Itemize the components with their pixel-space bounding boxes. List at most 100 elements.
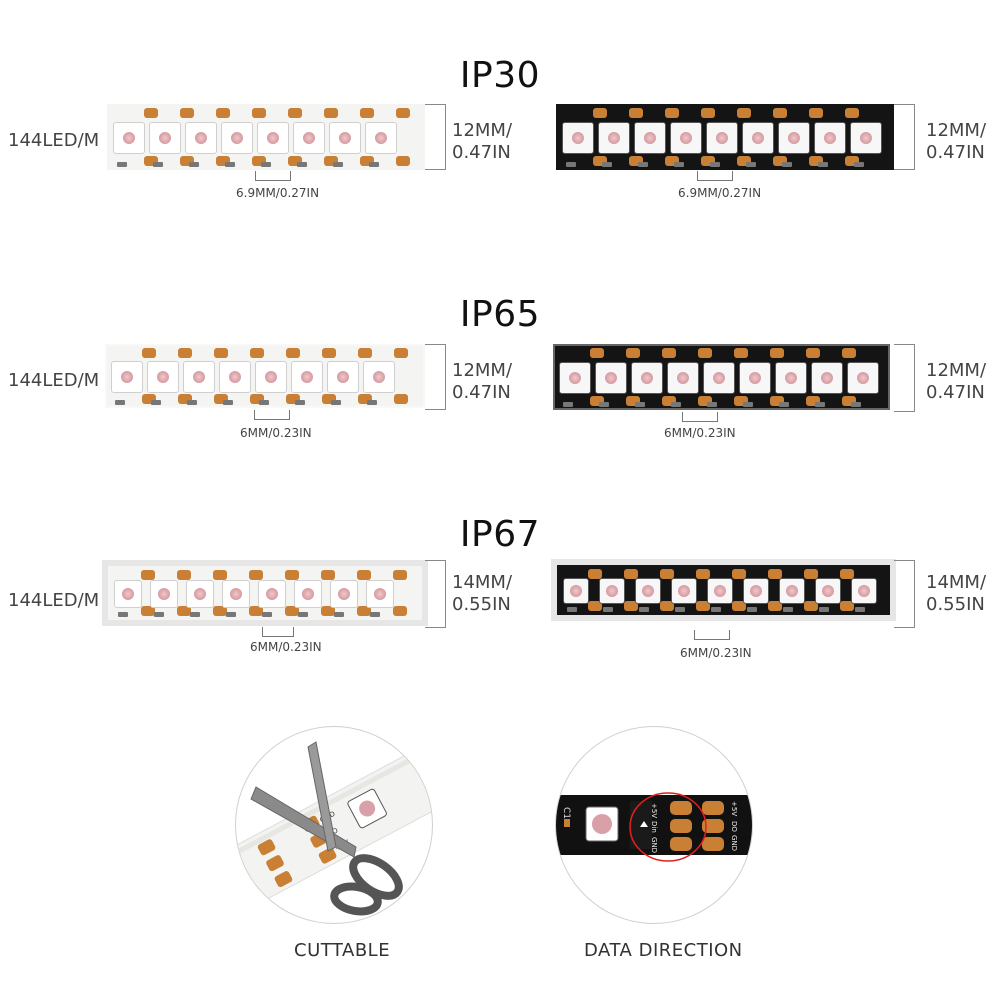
solder-pad — [593, 156, 607, 166]
led-chip — [111, 361, 143, 393]
solder-pad — [624, 601, 638, 611]
capacitor — [602, 162, 612, 167]
led-chip — [258, 580, 286, 608]
solder-pad — [629, 156, 643, 166]
solder-pad — [629, 108, 643, 118]
led-chip — [149, 122, 181, 154]
pitch-bracket — [694, 630, 730, 640]
solder-pad — [324, 156, 338, 166]
led-chip — [595, 362, 627, 394]
solder-pad — [588, 601, 602, 611]
width-mm: 12MM/ — [452, 120, 513, 141]
solder-pad — [696, 569, 710, 579]
data-direction-photo: C1 +5V Din GND +5V DO GND — [555, 726, 753, 924]
pad-label: GND — [650, 837, 658, 853]
width-bracket — [425, 344, 446, 410]
solder-pad — [770, 348, 784, 358]
led-chip — [706, 122, 738, 154]
solder-pad — [250, 394, 264, 404]
led-chip — [329, 122, 361, 154]
solder-pad — [322, 394, 336, 404]
solder-pad — [176, 570, 191, 580]
led-chip — [703, 362, 735, 394]
led-chip — [365, 122, 397, 154]
capacitor — [815, 402, 825, 407]
solder-pad — [252, 108, 266, 118]
solder-pad — [214, 348, 228, 358]
solder-pad — [806, 348, 820, 358]
led-chip — [562, 122, 594, 154]
capacitor — [603, 607, 613, 612]
capacitor — [675, 607, 685, 612]
solder-pad — [734, 348, 748, 358]
led-strip-ip67-black — [551, 559, 896, 621]
solder-pad — [356, 606, 371, 616]
solder-pad — [660, 601, 674, 611]
led-chip — [742, 122, 774, 154]
capacitor — [819, 607, 829, 612]
capacitor — [851, 402, 861, 407]
led-strip-ip30-black — [556, 104, 894, 170]
capacitor — [779, 402, 789, 407]
cuttable-illustration: GND DO +5V — [236, 737, 432, 916]
width-label-ip67-white: 14MM/ 0.55IN — [452, 572, 512, 616]
led-chip — [294, 580, 322, 608]
led-chip — [293, 122, 325, 154]
solder-pad — [665, 156, 679, 166]
solder-pad — [840, 601, 854, 611]
led-chip — [257, 122, 289, 154]
led-chip — [847, 362, 879, 394]
led-chip — [814, 122, 846, 154]
solder-pad — [360, 108, 374, 118]
capacitor — [333, 162, 343, 167]
solder-pad — [180, 108, 194, 118]
solder-pad — [250, 348, 264, 358]
solder-pad — [144, 108, 158, 118]
pitch-label-ip65-black: 6MM/0.23IN — [664, 426, 736, 440]
pitch-label-ip30-white: 6.9MM/0.27IN — [236, 186, 320, 200]
solder-pad — [178, 394, 192, 404]
pad-label: DO — [730, 821, 738, 832]
solder-pad — [768, 569, 782, 579]
width-label-ip65-white: 12MM/ 0.47IN — [452, 360, 512, 404]
capacitor — [189, 162, 199, 167]
capacitor — [563, 402, 573, 407]
capacitor — [566, 162, 576, 167]
capacitor — [638, 162, 648, 167]
solder-pad — [809, 108, 823, 118]
solder-pad — [178, 348, 192, 358]
section-title-ip67: IP67 — [459, 514, 541, 555]
solder-pad — [665, 108, 679, 118]
solder-pad — [286, 394, 300, 404]
capacitor — [367, 400, 377, 405]
capacitor — [671, 402, 681, 407]
capacitor — [154, 612, 164, 617]
solder-pad — [734, 396, 748, 406]
solder-pad — [356, 570, 371, 580]
led-chip — [222, 580, 250, 608]
width-label-ip30-white: 12MM/ 0.47IN — [452, 120, 512, 164]
capacitor — [674, 162, 684, 167]
solder-pad — [737, 156, 751, 166]
solder-pad — [732, 569, 746, 579]
width-bracket — [425, 560, 446, 628]
solder-pad — [662, 396, 676, 406]
width-in: 0.47IN — [452, 382, 511, 403]
solder-pad — [588, 569, 602, 579]
led-strip-ip67-white — [102, 560, 428, 626]
solder-pad — [396, 108, 410, 118]
pitch-label-ip65-white: 6MM/0.23IN — [240, 426, 312, 440]
solder-pad — [288, 156, 302, 166]
width-label-ip30-black: 12MM/ 0.47IN — [926, 120, 986, 164]
solder-pad — [324, 108, 338, 118]
led-chip — [634, 122, 666, 154]
pitch-bracket — [682, 412, 718, 422]
capacitor — [370, 612, 380, 617]
solder-pad — [176, 606, 191, 616]
solder-pad — [212, 570, 227, 580]
led-chip — [707, 578, 733, 604]
solder-pad — [394, 348, 408, 358]
capacitor — [711, 607, 721, 612]
solder-pad — [845, 156, 859, 166]
pad-label: GND — [730, 835, 738, 851]
